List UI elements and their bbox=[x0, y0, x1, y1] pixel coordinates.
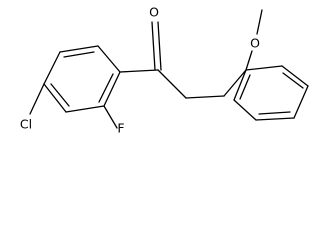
ring2-bond-c6-c1-inner bbox=[239, 74, 251, 100]
bond-o-methyl bbox=[256, 9, 263, 35]
bond-c-cl bbox=[29, 83, 45, 115]
atom-label-chlorine: Cl bbox=[20, 117, 32, 132]
chlorofluorophenyl-ring bbox=[43, 45, 121, 113]
ring1-bond-c2-c3-inner bbox=[63, 51, 95, 58]
ring1-bond-c2-c3 bbox=[59, 45, 99, 53]
ring2-bond-c6-c1 bbox=[233, 69, 247, 101]
atom-label-methoxy-oxygen: O bbox=[250, 36, 260, 51]
bond-ch2-ch2 bbox=[185, 95, 225, 99]
ring1-bond-c4-c5 bbox=[43, 83, 67, 113]
atom-label-fluorine: F bbox=[117, 121, 124, 136]
atom-label-carbonyl-oxygen: O bbox=[149, 5, 159, 20]
bond-carbonyl-ch2 bbox=[157, 69, 187, 99]
ring1-bond-c1-c2 bbox=[97, 45, 121, 73]
ring2-bond-c3-c4 bbox=[293, 85, 309, 119]
ring1-bond-c6-c1 bbox=[103, 71, 121, 107]
ring2-bond-c4-c5 bbox=[255, 117, 295, 121]
ring1-bond-c6-c1-inner bbox=[98, 73, 114, 103]
bond-ring2-o bbox=[245, 50, 253, 71]
bond-ch2-ring2 bbox=[223, 69, 247, 97]
bond-carbonyl-double-a bbox=[151, 21, 156, 71]
ring2-bond-c2-c3-inner bbox=[282, 72, 304, 89]
ring1-bond-c4-c5-inner bbox=[50, 83, 70, 107]
ring2-bond-c1-c2 bbox=[245, 65, 283, 71]
ring2-bond-c5-c6 bbox=[233, 99, 257, 121]
ring1-bond-c3-c4 bbox=[43, 51, 61, 85]
ring2-bond-c2-c3 bbox=[281, 65, 309, 87]
structure-canvas: O Cl F O bbox=[20, 5, 309, 136]
molecule-drawing: O Cl F O bbox=[20, 5, 309, 136]
ring2-bond-c4-c5-inner bbox=[258, 111, 291, 115]
bond-c-f bbox=[103, 105, 118, 129]
bond-ring-carbonyl bbox=[119, 69, 159, 73]
bond-carbonyl-double-b bbox=[157, 21, 162, 71]
methoxyphenyl-ring bbox=[233, 65, 309, 121]
ring1-bond-c5-c6 bbox=[65, 105, 105, 113]
